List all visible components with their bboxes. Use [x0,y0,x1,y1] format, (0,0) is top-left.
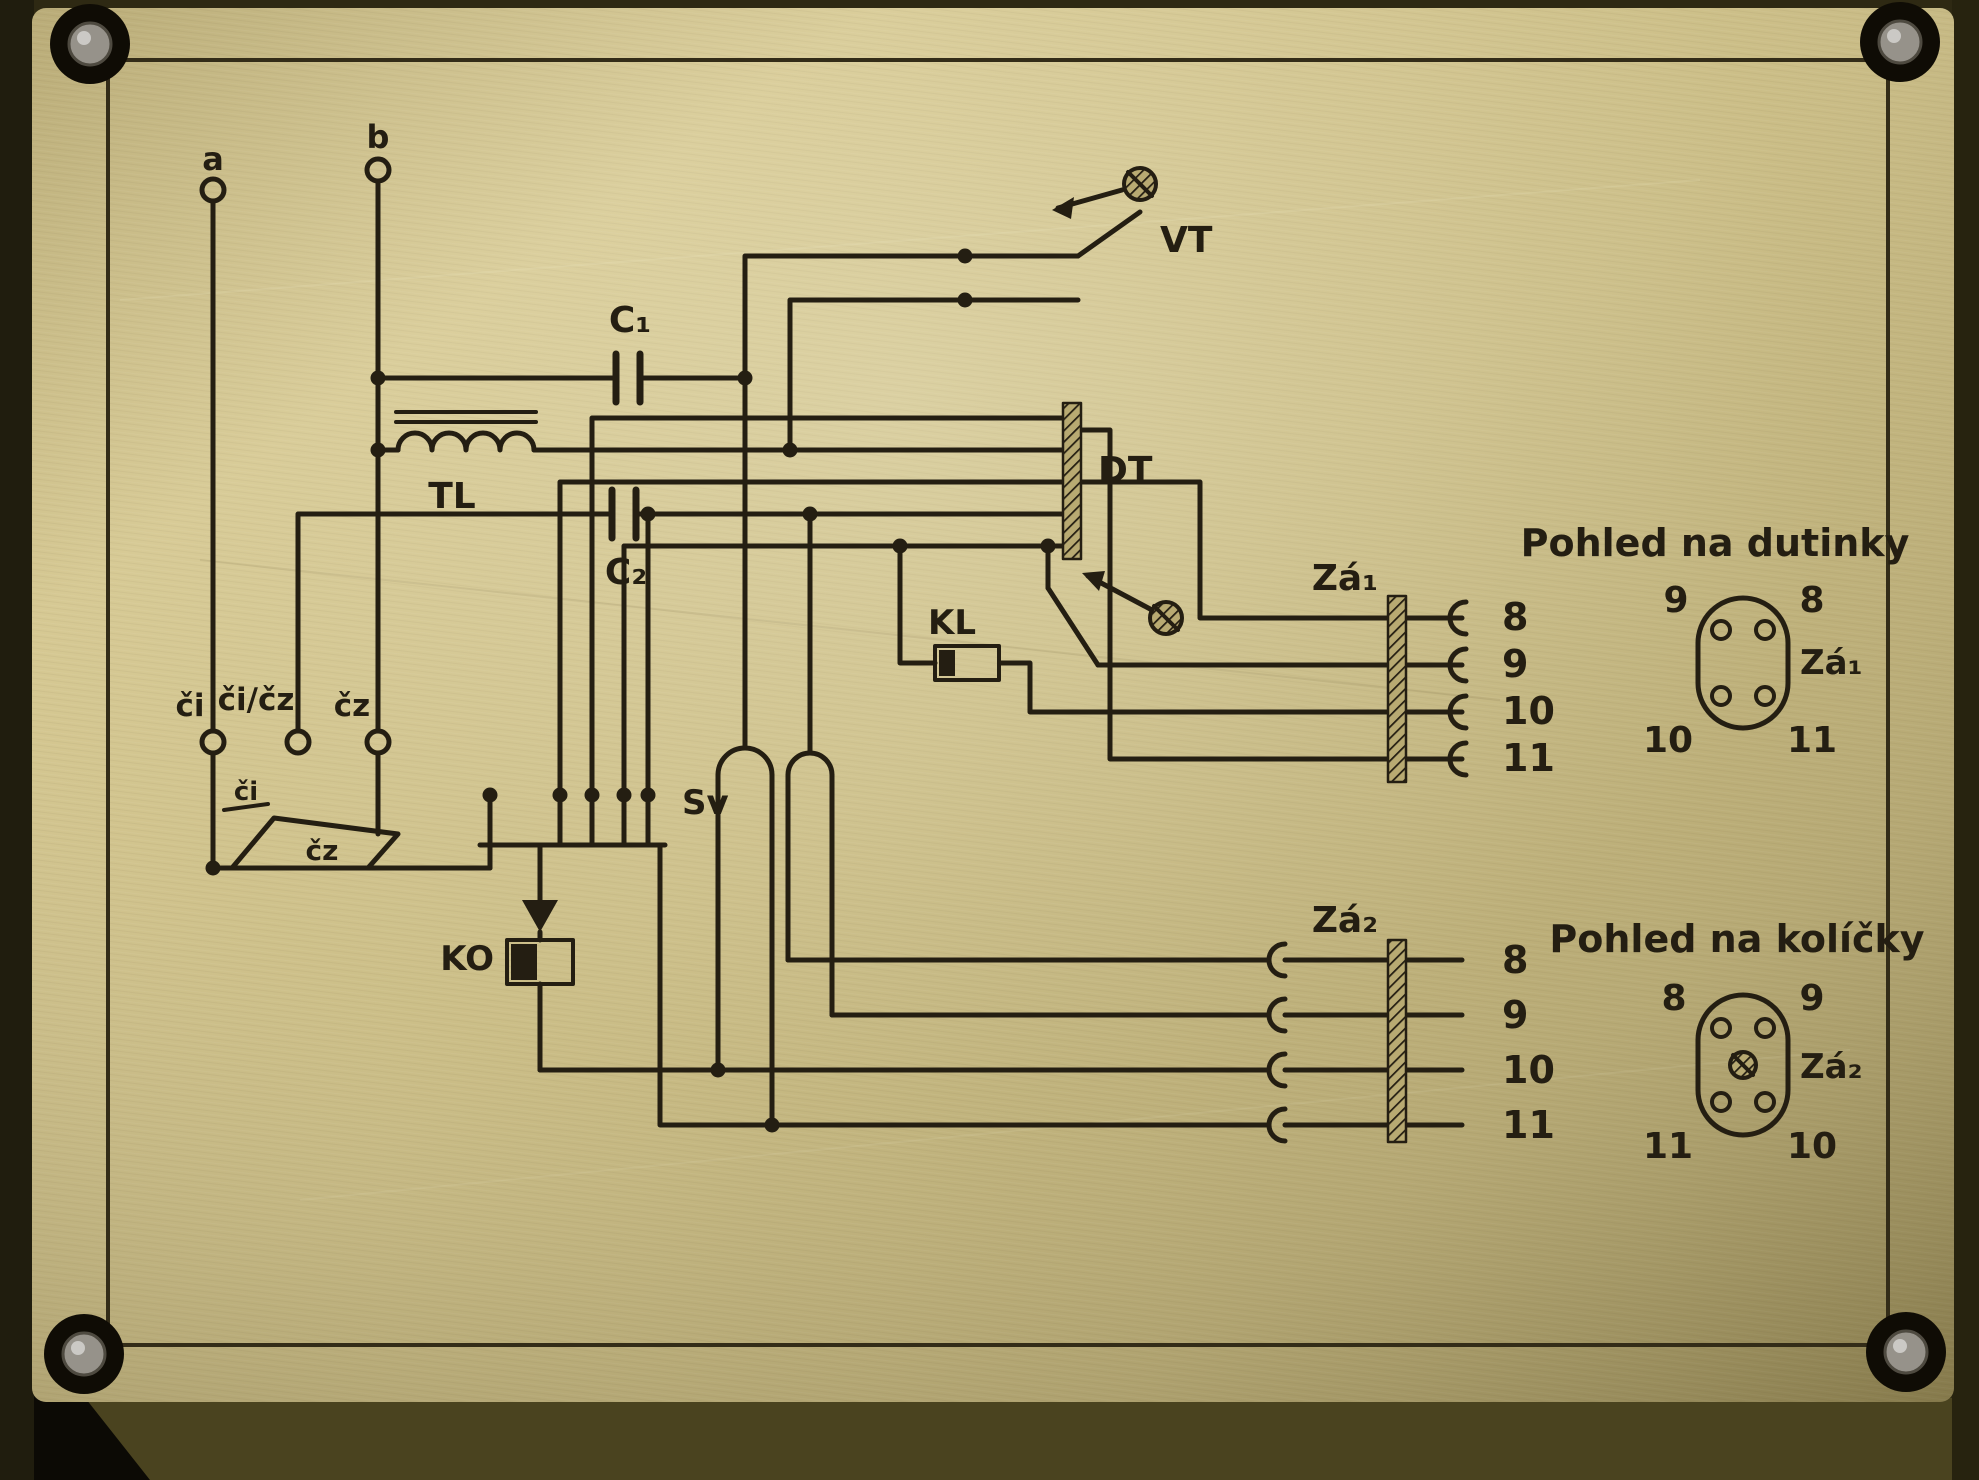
frame-right-band [1952,0,1979,1480]
connector-za2 [1266,938,1408,1144]
selector-wedge [222,802,401,871]
dt-core-bar [1061,401,1083,561]
za2-pin-8: 8 [1502,938,1528,982]
label-ko: KO [440,939,494,979]
labels: a b C₁ TL C₂ VT DT KL Sv KO či či/čz čz … [175,118,1924,1167]
scratch [199,559,1501,701]
connector-za1 [1386,594,1469,784]
frame-bottom-band [0,1398,1979,1480]
terminal-circles [199,156,392,756]
circuit-diagram [199,156,1791,1144]
terminal-b-circle [364,156,392,184]
pin-view-8: 8 [1661,978,1686,1019]
label-terminal-a: a [202,140,224,178]
label-za1: Zá₁ [1312,558,1378,599]
transformer-dt [1061,401,1184,636]
label-wedge-cz: čz [306,834,339,867]
label-tl: TL [428,476,476,517]
switch-vt [1052,166,1158,259]
inductor-tl [394,410,538,453]
scratch [119,179,1701,301]
engraved-border [106,58,1890,1347]
socket-view-drawing [1695,595,1791,731]
za1-pin-11: 11 [1502,736,1555,780]
label-terminal-b: b [367,118,390,156]
za2-pin-11: 11 [1502,1103,1555,1147]
terminal-ci-circle [199,728,227,756]
za2-pin-10: 10 [1502,1048,1555,1092]
socket-view-label: Zá₁ [1800,643,1863,683]
metal-plate [32,8,1954,1402]
pin-view-title: Pohled na kolíčky [1549,917,1924,961]
label-za2: Zá₂ [1312,900,1378,941]
terminal-a-circle [199,176,227,204]
socket-view-11: 11 [1787,720,1837,761]
za2-pin-9: 9 [1502,993,1528,1037]
label-c2: C₂ [605,552,647,593]
component-ko [505,900,575,986]
frame-left-band [0,0,34,1480]
relay-kl [933,644,1001,682]
label-c1: C₁ [609,300,651,341]
junction-dots [205,248,1056,1133]
label-vt: VT [1160,220,1213,261]
socket-view-10: 10 [1643,720,1693,761]
dt-arrowhead [1082,571,1105,591]
mounting-screws [44,2,1946,1394]
screw-top-left [50,4,130,84]
capacitor-c2 [608,486,640,542]
pin-view-9: 9 [1799,978,1824,1019]
za2-insulator-bar [1386,938,1408,1144]
socket-view-9: 9 [1663,580,1688,621]
pin-view-drawing [1695,992,1791,1138]
screw-bottom-right [1866,1312,1946,1392]
label-kl: KL [928,603,976,643]
socket-view-8: 8 [1799,580,1824,621]
label-ci: či [175,688,204,724]
label-ci-cz: či/čz [218,682,295,718]
terminal-cz-circle [364,728,392,756]
lamp-arcs [715,745,835,778]
label-sv: Sv [682,783,729,823]
za1-insulator-bar [1386,594,1408,784]
za1-pin-8: 8 [1502,595,1528,639]
pin-view-10: 10 [1787,1126,1837,1167]
label-dt: DT [1098,450,1153,491]
pin-view-label: Zá₂ [1800,1047,1863,1087]
za1-pin-10: 10 [1502,689,1555,733]
za1-pin-9: 9 [1502,642,1528,686]
label-wedge-ci: či [234,777,258,807]
socket-view-title: Pohled na dutinky [1521,521,1910,565]
terminal-cicz-circle [284,728,312,756]
screw-bottom-left [44,1314,124,1394]
pin-view-11: 11 [1643,1126,1693,1167]
screw-top-right [1860,2,1940,82]
capacitor-c1 [612,350,644,406]
vt-arrowhead [1052,197,1074,219]
label-cz: čz [334,688,370,724]
